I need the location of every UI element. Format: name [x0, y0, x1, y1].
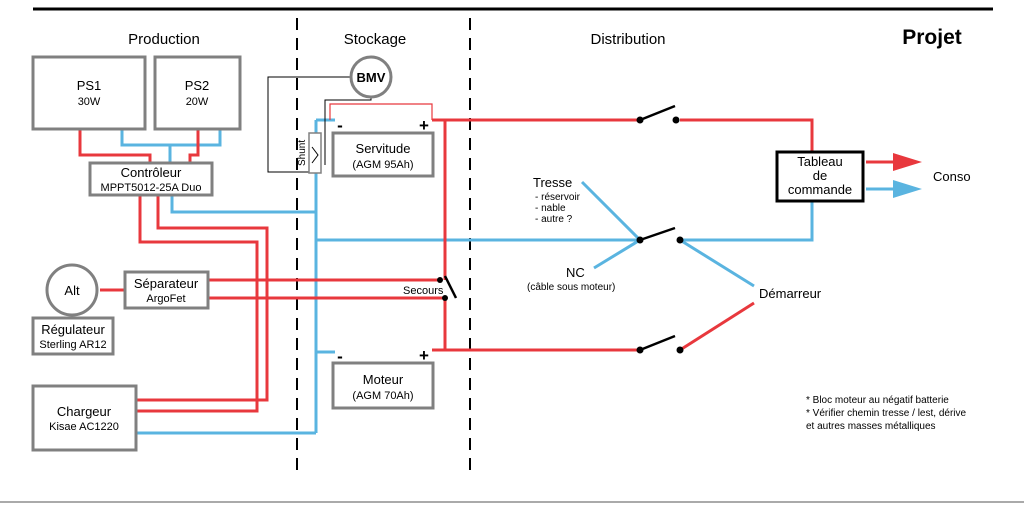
svg-text:* Bloc moteur au négatif batte: * Bloc moteur au négatif batterie: [806, 395, 949, 406]
svg-text:- réservoir: - réservoir: [535, 192, 581, 203]
switch-moteur[interactable]: [636, 334, 684, 354]
svg-text:NC: NC: [566, 265, 585, 280]
svg-text:Contrôleur: Contrôleur: [121, 165, 182, 180]
ps2-panel: PS2 20W: [153, 55, 242, 131]
svg-text:PS2: PS2: [185, 78, 210, 93]
section-distribution: Distribution: [590, 31, 665, 48]
svg-text:20W: 20W: [186, 96, 209, 108]
secours-label: Secours: [403, 285, 444, 297]
svg-text:(AGM 95Ah): (AGM 95Ah): [352, 159, 413, 171]
bmv-monitor: BMV: [349, 55, 393, 99]
svg-text:Chargeur: Chargeur: [57, 404, 112, 419]
svg-text:PS1: PS1: [77, 78, 102, 93]
demarreur-label: Démarreur: [759, 286, 822, 301]
svg-text:Servitude: Servitude: [356, 141, 411, 156]
svg-text:commande: commande: [788, 182, 852, 197]
negative-wires: [120, 118, 922, 435]
page-title: Projet: [902, 26, 962, 49]
positive-wires: [78, 103, 922, 413]
switch-servitude[interactable]: [636, 104, 680, 124]
svg-text:MPPT5012-25A Duo: MPPT5012-25A Duo: [101, 182, 202, 194]
servitude-positive-terminal: +: [419, 116, 429, 135]
section-production: Production: [128, 31, 200, 48]
svg-text:de: de: [813, 168, 827, 183]
svg-text:30W: 30W: [78, 96, 101, 108]
servitude-negative-terminal: -: [337, 116, 343, 135]
svg-text:Moteur: Moteur: [363, 372, 404, 387]
alt-circle: Alt: [45, 263, 99, 317]
svg-text:Tresse: Tresse: [533, 175, 572, 190]
svg-text:(câble sous moteur): (câble sous moteur): [527, 282, 615, 293]
svg-text:Shunt: Shunt: [297, 140, 308, 166]
svg-text:(AGM 70Ah): (AGM 70Ah): [352, 390, 413, 402]
tresse-label: Tresse - réservoir - nable - autre ?: [533, 175, 581, 225]
battery-servitude: Servitude (AGM 95Ah) - +: [331, 116, 435, 178]
moteur-negative-terminal: -: [337, 347, 343, 366]
shunt: Shunt: [297, 132, 322, 174]
ps1-panel: PS1 30W: [31, 55, 147, 131]
svg-text:et autres masses métalliques: et autres masses métalliques: [806, 421, 936, 432]
controleur-box: Contrôleur MPPT5012-25A Duo: [88, 161, 214, 197]
svg-text:Tableau: Tableau: [797, 154, 843, 169]
switch-secours[interactable]: [437, 275, 458, 301]
svg-text:* Vérifier chemin tresse / les: * Vérifier chemin tresse / lest, dérive: [806, 408, 966, 419]
section-stockage: Stockage: [344, 31, 407, 48]
chargeur-box: Chargeur Kisae AC1220: [31, 384, 138, 452]
switch-masse[interactable]: [636, 226, 684, 244]
moteur-positive-terminal: +: [419, 346, 429, 365]
notes: * Bloc moteur au négatif batterie * Véri…: [806, 395, 966, 432]
svg-text:- autre ?: - autre ?: [535, 214, 573, 225]
separateur-box: Séparateur ArgoFet: [123, 270, 210, 310]
svg-text:Alt: Alt: [64, 283, 80, 298]
svg-text:- nable: - nable: [535, 203, 566, 214]
svg-text:Séparateur: Séparateur: [134, 276, 199, 291]
battery-moteur: Moteur (AGM 70Ah) - +: [331, 346, 435, 410]
svg-text:BMV: BMV: [357, 70, 386, 85]
svg-text:Sterling AR12: Sterling AR12: [39, 339, 106, 351]
svg-text:Régulateur: Régulateur: [41, 322, 105, 337]
svg-text:ArgoFet: ArgoFet: [146, 293, 185, 305]
svg-text:Kisae AC1220: Kisae AC1220: [49, 421, 119, 433]
conso-label: Conso: [933, 169, 971, 184]
regulateur-box: Régulateur Sterling AR12: [31, 316, 115, 356]
tableau-de-commande-box: Tableau de commande: [775, 150, 865, 203]
nc-label: NC (câble sous moteur): [527, 265, 615, 293]
